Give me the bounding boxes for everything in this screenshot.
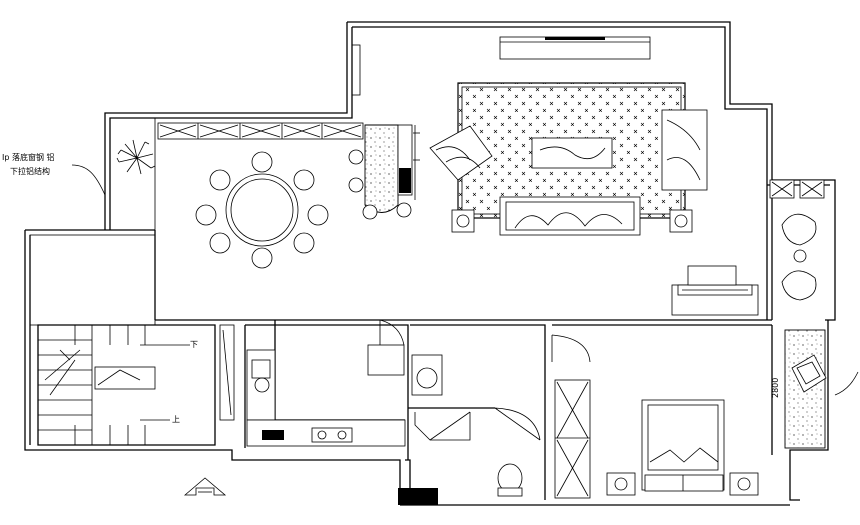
- north-arrow-icon: [183, 477, 227, 496]
- bedroom: [551, 334, 759, 499]
- east-balcony: 2800: [771, 329, 859, 449]
- east-bay: [769, 179, 825, 301]
- balcony-note-line1: Ip 落底窗钢 铝: [2, 152, 55, 162]
- tv-cabinet: [671, 265, 759, 316]
- north-window: [499, 36, 651, 60]
- balcony-note-line2: 下拉铝结构: [10, 166, 50, 176]
- kitchen: [219, 319, 406, 447]
- sofa-set: [429, 109, 708, 236]
- round-dining-table: [195, 151, 329, 269]
- stair-up-label: 上: [172, 415, 180, 424]
- staircase: 下 上: [29, 234, 216, 446]
- balcony: Ip 落底窗钢 铝 下拉铝结构: [2, 117, 156, 231]
- west-window: [351, 44, 361, 96]
- dining-cabinets: [157, 122, 364, 140]
- stair-down-label: 下: [190, 340, 198, 349]
- bar-counter: [348, 124, 420, 220]
- dimension-label: 2800: [771, 378, 780, 398]
- plant-icon: [116, 139, 156, 175]
- bathroom: [398, 354, 541, 505]
